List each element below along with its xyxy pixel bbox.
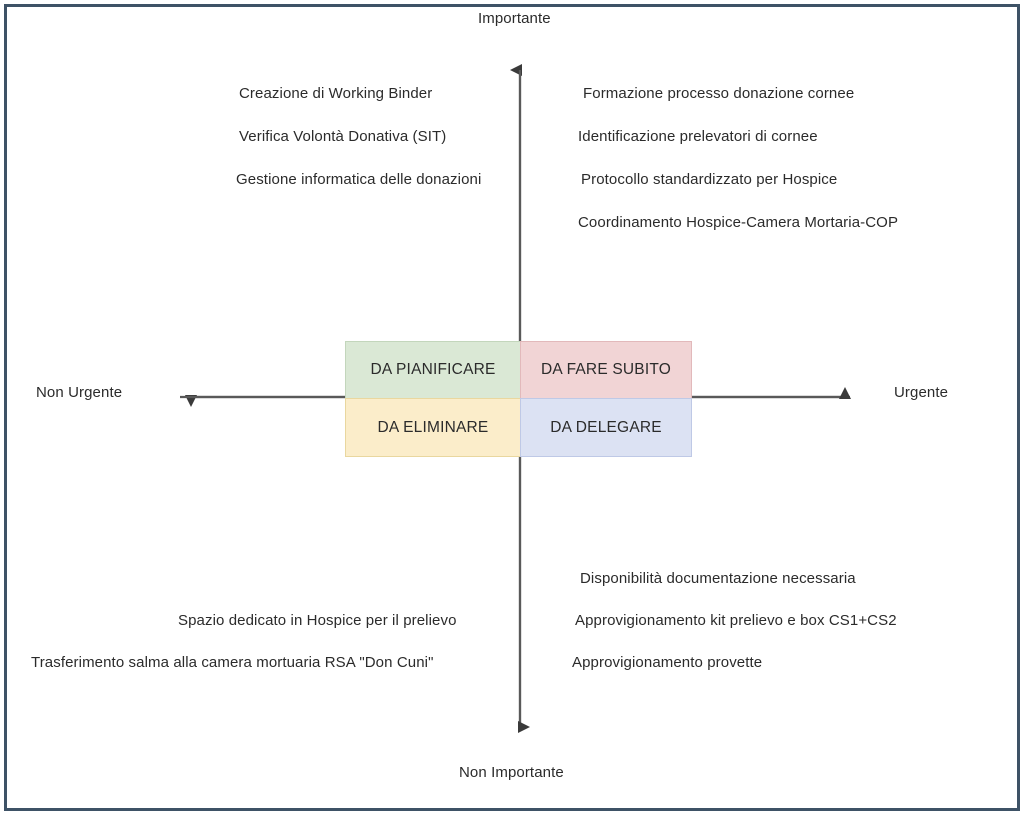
task-item-plan-2[interactable]: Verifica Volontà Donativa (SIT) [239,128,447,145]
quadrant-box-da-fare-subito[interactable]: DA FARE SUBITO [520,341,692,398]
task-item-plan-3[interactable]: Gestione informatica delle donazioni [236,171,482,188]
quadrant-box-da-eliminare[interactable]: DA ELIMINARE [345,398,520,457]
task-item-delegate-3[interactable]: Approvigionamento provette [572,654,763,671]
axis-label-left: Non Urgente [36,384,123,401]
quadrant-box-da-pianificare[interactable]: DA PIANIFICARE [345,341,520,398]
task-item-do-2[interactable]: Identificazione prelevatori di cornee [578,128,818,145]
axis-label-top: Importante [478,10,551,27]
task-item-do-3[interactable]: Protocollo standardizzato per Hospice [581,171,838,188]
task-item-delegate-1[interactable]: Disponibilità documentazione necessaria [580,570,856,587]
axis-label-bottom: Non Importante [459,764,564,781]
axis-label-right: Urgente [894,384,949,401]
quadrant-box-da-delegare[interactable]: DA DELEGARE [520,398,692,457]
task-item-delete-1[interactable]: Spazio dedicato in Hospice per il prelie… [178,612,457,629]
quadrant-label-grid: DA PIANIFICARE DA FARE SUBITO DA ELIMINA… [345,341,692,457]
task-item-delegate-2[interactable]: Approvigionamento kit prelievo e box CS1… [575,612,897,629]
task-item-do-4[interactable]: Coordinamento Hospice-Camera Mortaria-CO… [578,214,899,231]
task-item-plan-1[interactable]: Creazione di Working Binder [239,85,433,102]
task-item-delete-2[interactable]: Trasferimento salma alla camera mortuari… [31,654,434,671]
task-item-do-1[interactable]: Formazione processo donazione cornee [583,85,855,102]
